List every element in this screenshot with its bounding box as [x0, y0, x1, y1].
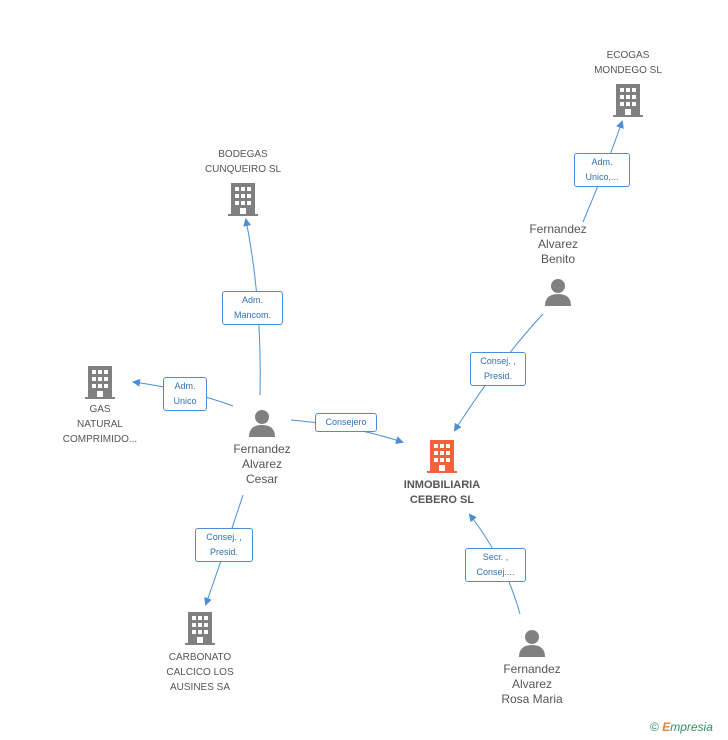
rel-cesar-gas[interactable]: Adm. Unico [163, 377, 207, 411]
fa-cesar-label: Fernandez Alvarez Cesar [233, 442, 291, 486]
brand-e: E [662, 720, 671, 734]
rel-rosa-inmob[interactable]: Secr. , Consej.... [465, 548, 526, 582]
node-ecogas[interactable]: ECOGAS MONDEGO SL [580, 48, 676, 118]
node-carbonato[interactable]: CARBONATO CALCICO LOS AUSINES SA [150, 610, 250, 695]
node-fa-benito[interactable]: Fernandez Alvarez Benito [510, 222, 606, 307]
node-gas-natural[interactable]: GAS NATURAL COMPRIMIDO... [50, 364, 150, 447]
brand-footer: © Empresia [650, 720, 713, 734]
fa-benito-label: Fernandez Alvarez Benito [529, 222, 587, 266]
inmobiliaria-label: INMOBILIARIA CEBERO SL [403, 479, 481, 506]
rel-cesar-bodegas[interactable]: Adm. Mancom. [222, 291, 283, 325]
person-icon [519, 630, 545, 657]
node-inmobiliaria[interactable]: INMOBILIARIA CEBERO SL [390, 438, 494, 508]
node-fa-cesar[interactable]: Fernandez Alvarez Cesar [214, 408, 310, 487]
brand-name: mpresia [670, 720, 713, 734]
fa-rosa-label: Fernandez Alvarez Rosa Maria [501, 662, 563, 706]
copyright-symbol: © [650, 720, 659, 734]
rel-benito-ecogas[interactable]: Adm. Unico,... [574, 153, 630, 187]
rel-benito-inmob[interactable]: Consej. , Presid. [470, 352, 526, 386]
bodegas-label: BODEGAS CUNQUEIRO SL [204, 149, 282, 175]
rel-cesar-inmob[interactable]: Consejero [315, 413, 377, 432]
person-icon [545, 279, 571, 306]
node-fa-rosa[interactable]: Fernandez Alvarez Rosa Maria [484, 628, 580, 707]
gas-natural-label: GAS NATURAL COMPRIMIDO... [62, 404, 138, 445]
building-icon [613, 84, 643, 117]
node-bodegas[interactable]: BODEGAS CUNQUEIRO SL [195, 147, 291, 217]
building-icon [185, 612, 215, 645]
carbonato-label: CARBONATO CALCICO LOS AUSINES SA [166, 652, 234, 693]
rel-cesar-carbonato[interactable]: Consej. , Presid. [195, 528, 253, 562]
building-icon-main [427, 440, 457, 473]
building-icon [228, 183, 258, 216]
building-icon [85, 366, 115, 399]
person-icon [249, 410, 275, 437]
ecogas-label: ECOGAS MONDEGO SL [594, 50, 662, 76]
